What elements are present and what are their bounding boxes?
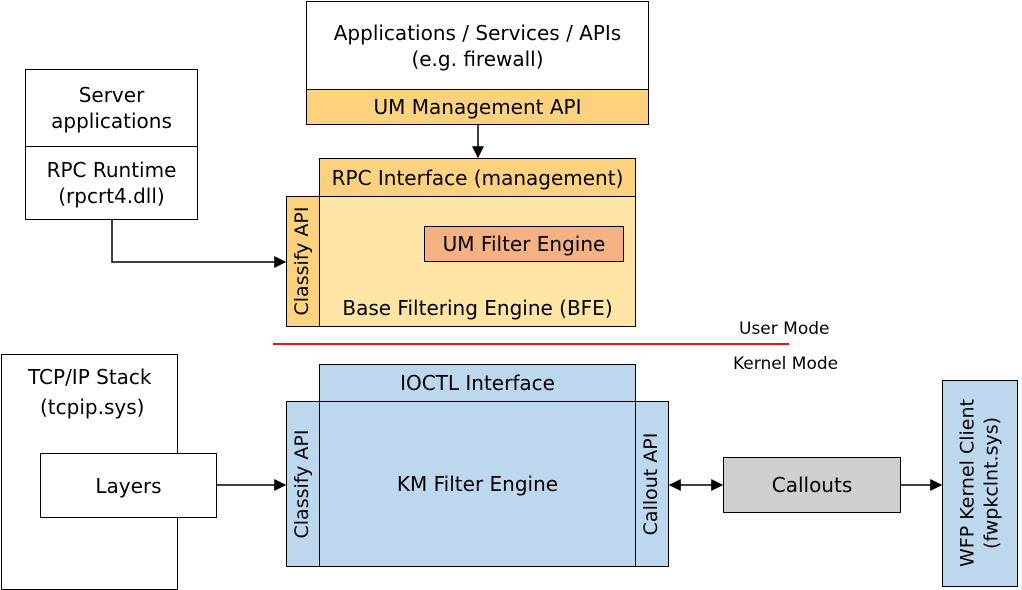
bfe-label: Base Filtering Engine (BFE) — [342, 296, 613, 320]
ioctl-interface-label: IOCTL Interface — [400, 371, 555, 395]
kernel-mode-label: Kernel Mode — [733, 354, 839, 374]
applications-line2: (e.g. firewall) — [411, 46, 544, 71]
user-mode-label: User Mode — [739, 319, 830, 339]
rpc-interface-box: RPC Interface (management) — [319, 158, 636, 197]
server-applications-box: Server applications — [25, 69, 198, 147]
tcpip-line1: TCP/IP Stack — [28, 365, 152, 389]
layers-box: Layers — [40, 453, 217, 518]
applications-line1: Applications / Services / APIs — [333, 20, 622, 45]
km-filter-engine-box: KM Filter Engine — [319, 401, 636, 567]
rpc-runtime-line1: RPC Runtime — [46, 158, 177, 182]
callouts-box: Callouts — [723, 457, 901, 513]
um-filter-engine-label: UM Filter Engine — [442, 232, 606, 256]
callout-api-box — [635, 401, 669, 567]
layers-label: Layers — [95, 473, 162, 498]
km-classify-api-box — [286, 401, 320, 567]
bfe-classify-api-box — [286, 196, 320, 327]
um-management-api-label: UM Management API — [373, 95, 582, 119]
server-line1: Server — [78, 83, 145, 107]
km-filter-engine-label: KM Filter Engine — [396, 472, 559, 496]
applications-box: Applications / Services / APIs (e.g. fir… — [306, 1, 649, 90]
ioctl-interface-box: IOCTL Interface — [319, 364, 636, 402]
callouts-label: Callouts — [771, 473, 853, 497]
um-management-api-box: UM Management API — [306, 89, 649, 125]
server-line2: applications — [51, 109, 172, 133]
tcpip-line2: (tcpip.sys) — [40, 395, 145, 419]
um-filter-engine-box: UM Filter Engine — [424, 226, 624, 262]
wfp-kernel-client-box — [942, 380, 1018, 587]
rpc-interface-label: RPC Interface (management) — [331, 165, 624, 190]
rpc-runtime-box: RPC Runtime (rpcrt4.dll) — [25, 146, 198, 220]
arrow-rpc-runtime-to-bfe-classify — [111, 220, 287, 268]
rpc-runtime-line2: (rpcrt4.dll) — [58, 184, 165, 208]
